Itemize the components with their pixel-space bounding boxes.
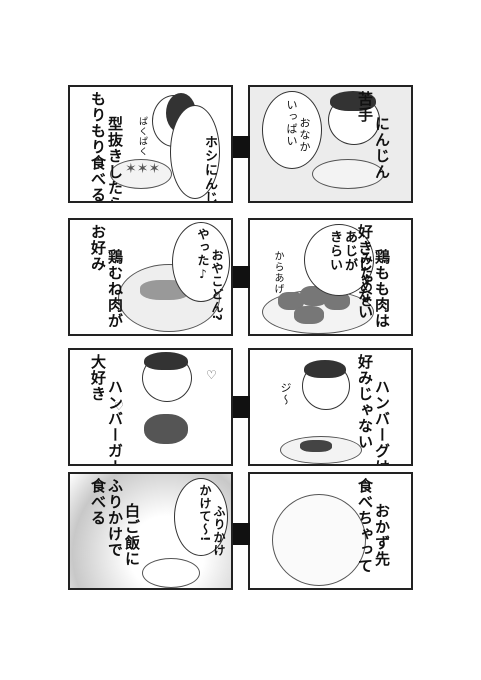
fried-chicken: [294, 306, 324, 324]
panel-row4-right: おかず先食べちゃって: [248, 472, 413, 590]
narration-text: 鶏もも肉は好きじゃない: [356, 224, 391, 329]
speech-bubble: [304, 224, 374, 296]
star-carrot-icon: ✶✶✶: [125, 161, 161, 177]
narration-text: 白ご飯にふりかけで食べる: [89, 478, 141, 567]
speech-bubble: [174, 478, 228, 556]
child-hair: [144, 352, 188, 370]
speech-bubble: [172, 222, 230, 302]
plate-star-carrots: [110, 159, 172, 189]
panel-row4-left: ふりかけかけて〜! 白ご飯にふりかけで食べる: [68, 472, 233, 590]
plate: [312, 159, 384, 189]
sfx-text: ジ〜: [279, 382, 292, 406]
panel-row1-left: ✶✶✶ ホシにんじん♪ ぱくぱく 型抜きしたらもりもり食べる: [68, 85, 233, 203]
child-hair: [304, 360, 346, 378]
panel-row2-left: おやこどん?やった♪ 鶏むね肉がお好み: [68, 218, 233, 336]
narration-text: 鶏むね肉がお好み: [89, 224, 124, 329]
speech-bubble: [170, 105, 220, 199]
narration-text: にんじん苦手: [356, 91, 391, 180]
fried-chicken: [278, 292, 304, 310]
speech-text: おやこどん?やった♪: [196, 228, 224, 322]
heart-icon: ♡: [206, 368, 217, 382]
panel-row3-right: ジ〜 ハンバーグは好みじゃない: [248, 348, 413, 466]
speech-text: みためとあじがきらい: [327, 230, 372, 309]
empty-plate: [272, 494, 366, 586]
narration-text: おかず先食べちゃって: [356, 478, 391, 574]
speech-text: ホシにんじん♪: [202, 135, 217, 203]
hamburg-steak: [300, 440, 332, 452]
fried-chicken: [324, 292, 350, 310]
panel-row1-right: おなかいっぱい にんじん苦手: [248, 85, 413, 203]
speech-text: おなかいっぱい: [285, 99, 311, 153]
child-hair: [330, 91, 376, 111]
sfx-text: からあげ: [272, 250, 283, 295]
heart-icon: ♡: [114, 400, 124, 413]
narration-text: 型抜きしたらもりもり食べる: [89, 91, 124, 203]
panel-row3-left: ♡ ♡ ハンバーガーは大好き: [68, 348, 233, 466]
speech-bubble: [262, 91, 322, 169]
sfx-text: ぱくぱく: [137, 116, 147, 157]
hamburger: [144, 414, 188, 444]
narration-text: ハンバーグは好みじゃない: [356, 354, 391, 466]
speech-text: ふりかけかけて〜!: [198, 484, 226, 557]
rice-bowl: [142, 558, 200, 588]
narration-text: ハンバーガーは大好き: [89, 354, 124, 466]
panel-row2-right: みためとあじがきらい からあげ 鶏もも肉は好きじゃない: [248, 218, 413, 336]
